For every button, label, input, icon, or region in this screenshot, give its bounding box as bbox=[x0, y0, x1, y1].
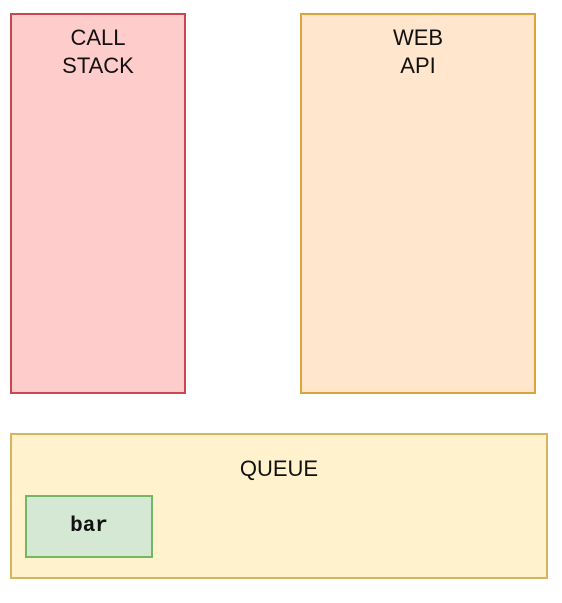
queue-title: QUEUE bbox=[239, 456, 319, 481]
web-api-title-line2: API bbox=[400, 53, 436, 78]
call-stack-title: CALL STACK bbox=[12, 24, 184, 80]
call-stack-title-line1: CALL bbox=[70, 25, 126, 50]
call-stack-title-line2: STACK bbox=[62, 53, 134, 78]
queue-item-bar: bar bbox=[25, 495, 153, 558]
web-api-title-line1: WEB bbox=[392, 25, 444, 50]
web-api-title: WEB API bbox=[302, 24, 534, 80]
web-api-box: WEB API bbox=[300, 13, 536, 394]
queue-item-label: bar bbox=[70, 515, 108, 538]
queue-box: QUEUE bar bbox=[10, 433, 548, 579]
call-stack-box: CALL STACK bbox=[10, 13, 186, 394]
